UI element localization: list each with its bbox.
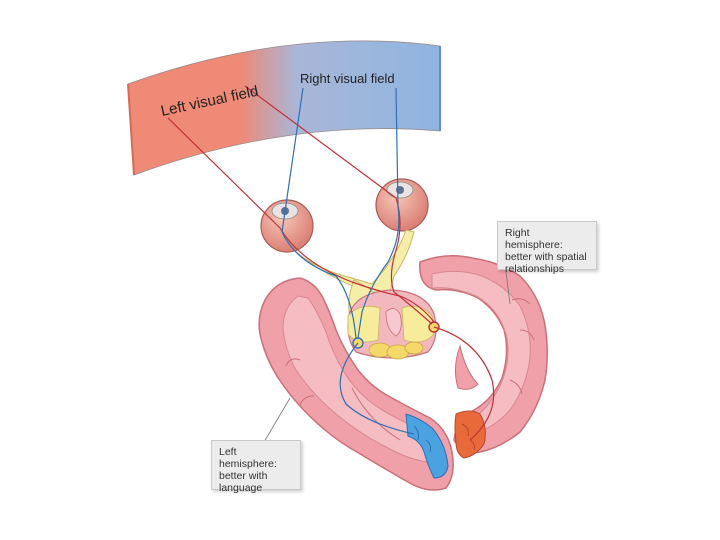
callout-pointers xyxy=(263,271,511,443)
callout-line: language xyxy=(219,482,263,494)
callout-line: Left hemisphere: xyxy=(219,446,277,470)
right-visual-cortex xyxy=(454,410,486,459)
right-visual-field-label: Right visual field xyxy=(300,71,395,86)
midbrain xyxy=(347,289,440,360)
callout-line: relationships xyxy=(505,263,564,275)
left-hemisphere-callout: Left hemisphere: better with language xyxy=(211,440,301,494)
right-field-pathway xyxy=(281,87,415,435)
left-field-pathway xyxy=(167,85,495,441)
right-eye xyxy=(375,178,429,232)
left-eye xyxy=(260,199,314,253)
left-hemisphere xyxy=(258,277,454,491)
right-hemisphere-callout: Right hemisphere: better with spatial re… xyxy=(497,221,597,275)
left-visual-cortex xyxy=(405,413,449,479)
callout-line: better with xyxy=(219,470,268,482)
visual-field-band xyxy=(127,40,441,176)
callout-line: better with spatial xyxy=(505,251,587,263)
callout-line: Right hemisphere: xyxy=(505,227,563,251)
